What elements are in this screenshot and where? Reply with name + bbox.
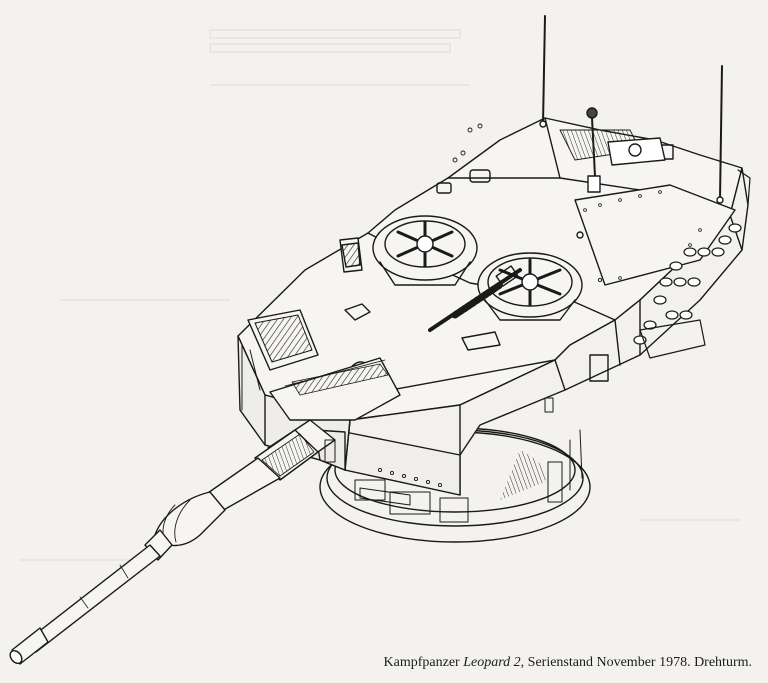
gunner-sight [247,237,363,371]
periscope-mast [559,107,666,193]
caption-prefix: Kampfpanzer [383,655,464,670]
smoke-dischargers [633,169,751,359]
caption-vehicle-name: Leopard 2 [463,655,521,670]
loader-hatch [372,215,478,286]
figure-caption: Kampfpanzer Leopard 2, Serienstand Novem… [384,655,752,671]
turret-side-details [241,344,554,506]
commander-hatch [477,252,583,321]
machine-gun [428,265,522,332]
antennas [539,15,724,204]
main-gun [9,419,336,665]
bleed-through-marks [20,29,740,561]
rear-stowage-box [574,184,736,286]
caption-suffix: , Serienstand November 1978. Drehturm. [520,655,752,670]
